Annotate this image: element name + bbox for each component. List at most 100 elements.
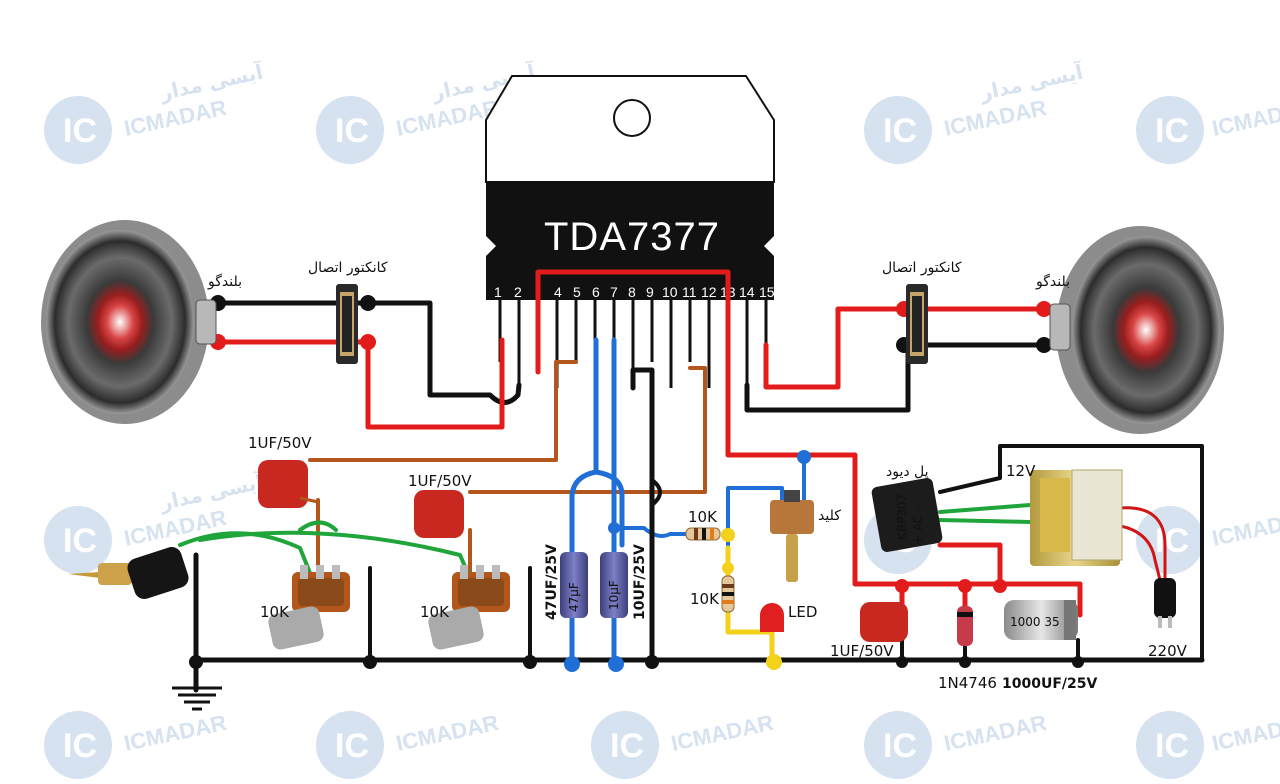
speaker-right-label: بلندگو bbox=[1035, 273, 1070, 290]
pot-right: 10K bbox=[420, 565, 510, 650]
tda7377-chip: TDA7377 1 2 4 5 6 7 8 9 10 11 12 13 14 1 bbox=[485, 75, 775, 388]
svg-text:IC: IC bbox=[883, 727, 917, 765]
cap-input-left: 1UF/50V bbox=[248, 434, 319, 508]
bulk-cap-label: 1000UF/25V bbox=[1002, 676, 1097, 692]
svg-text:ICMADAR: ICMADAR bbox=[394, 710, 501, 756]
bridge-label: پل دیود bbox=[886, 464, 929, 480]
watermark-logo-icon bbox=[44, 506, 112, 574]
resistor-mid: 10K bbox=[690, 575, 735, 613]
pin-label: 9 bbox=[646, 284, 654, 300]
watermark-logo-icon bbox=[316, 711, 384, 779]
pin-label: 8 bbox=[628, 284, 636, 300]
cap-psu-label: 1UF/50V bbox=[830, 642, 894, 660]
svg-text:IC: IC bbox=[63, 522, 97, 560]
pin-label: 10 bbox=[662, 284, 678, 300]
transformer-out-label: 12V bbox=[1006, 462, 1036, 480]
resistor-mid-label: 10K bbox=[690, 590, 720, 608]
svg-text:ICMADAR: ICMADAR bbox=[122, 710, 229, 756]
chip-mount-hole bbox=[613, 99, 651, 137]
connector-right-label: کانکتور اتصال bbox=[882, 260, 962, 276]
watermark-logo-icon bbox=[44, 711, 112, 779]
mains-plug: 220V bbox=[1148, 578, 1188, 660]
watermark-4: IC ICMADAR آیسی مدار bbox=[864, 59, 1086, 164]
led: LED bbox=[760, 603, 817, 632]
watermark-11: IC ICMADAR bbox=[591, 710, 776, 779]
chip-name: TDA7377 bbox=[544, 215, 720, 259]
wire-led-yellow bbox=[725, 545, 775, 663]
svg-text:IC: IC bbox=[63, 727, 97, 765]
svg-text:+ AC -: + AC - bbox=[911, 507, 925, 545]
pin-label: 7 bbox=[610, 284, 618, 300]
bulk-capacitor: 1000 35 1000UF/25V bbox=[1002, 600, 1097, 692]
pot-left: 10K bbox=[260, 565, 350, 650]
transformer: 12V bbox=[1006, 462, 1123, 566]
svg-text:ICMADAR: ICMADAR bbox=[669, 710, 776, 756]
zener-diode: 1N4746 bbox=[938, 606, 997, 692]
svg-text:1000 35: 1000 35 bbox=[1010, 615, 1060, 629]
pot-left-label: 10K bbox=[260, 603, 290, 621]
wire-transformer-black bbox=[938, 444, 1204, 662]
watermark-1: IC ICMADAR آیسی مدار bbox=[44, 59, 266, 164]
wire-transformer-green bbox=[938, 503, 1032, 524]
watermark-logo-icon bbox=[591, 711, 659, 779]
ground-symbol bbox=[172, 686, 222, 711]
svg-text:IC: IC bbox=[610, 727, 644, 765]
connector-left-label: کانکتور اتصال bbox=[308, 260, 388, 276]
wire-right-speaker-black bbox=[744, 342, 1047, 413]
cap-47-label: 47UF/25V bbox=[544, 544, 560, 620]
cap-input-right-label: 1UF/50V bbox=[408, 472, 472, 490]
watermark-logo-icon bbox=[864, 711, 932, 779]
watermark-8: IC ICMADAR bbox=[1136, 505, 1280, 574]
svg-text:IC: IC bbox=[1155, 727, 1189, 765]
speaker-left-label: بلندگو bbox=[207, 273, 242, 290]
watermark-logo-icon bbox=[1136, 711, 1204, 779]
watermark-13: IC ICMADAR bbox=[1136, 710, 1280, 779]
resistor-top-label: 10K bbox=[688, 508, 718, 526]
switch-label: کلید bbox=[818, 508, 841, 524]
wire-left-speaker-black bbox=[215, 300, 522, 405]
audio-jack bbox=[68, 546, 189, 600]
watermark-12: IC ICMADAR bbox=[864, 710, 1049, 779]
elec-cap-47uf: 47µF 47UF/25V bbox=[544, 544, 588, 620]
pin-label: 15 bbox=[759, 284, 775, 300]
svg-text:IC: IC bbox=[335, 727, 369, 765]
watermark-10: IC ICMADAR bbox=[316, 710, 501, 779]
watermark-logo-icon bbox=[864, 96, 932, 164]
svg-text:IC: IC bbox=[883, 112, 917, 150]
resistor-top: 10K bbox=[685, 508, 721, 541]
power-switch: کلید bbox=[770, 490, 841, 582]
wire-input-brown-2 bbox=[468, 366, 707, 494]
pin-label: 4 bbox=[554, 284, 562, 300]
svg-text:KBP307: KBP307 bbox=[895, 494, 909, 540]
watermark-logo-icon bbox=[1136, 96, 1204, 164]
svg-text:IC: IC bbox=[1155, 112, 1189, 150]
wire-input-brown-1 bbox=[308, 360, 578, 462]
right-speaker: بلندگو bbox=[1035, 226, 1224, 434]
watermark-5: IC ICMADAR bbox=[1136, 95, 1280, 164]
pin-label: 1 bbox=[494, 284, 502, 300]
cap-10-label: 10UF/25V bbox=[632, 544, 648, 620]
connector-right: کانکتور اتصال bbox=[882, 260, 962, 364]
elec-cap-10uf: 10µF 10UF/25V bbox=[600, 544, 648, 620]
pin-label: 5 bbox=[573, 284, 581, 300]
svg-text:47µF: 47µF bbox=[567, 582, 581, 612]
svg-text:ICMADAR: ICMADAR bbox=[1210, 95, 1280, 141]
svg-text:IC: IC bbox=[335, 112, 369, 150]
pin-label: 14 bbox=[739, 284, 755, 300]
pin-label: 2 bbox=[514, 284, 522, 300]
led-label: LED bbox=[788, 603, 817, 621]
watermark-logo-icon bbox=[44, 96, 112, 164]
wire-blue-switch bbox=[726, 486, 784, 547]
zener-label: 1N4746 bbox=[938, 674, 997, 692]
cap-input-right: 1UF/50V bbox=[408, 472, 472, 538]
svg-text:ICMADAR: ICMADAR bbox=[1210, 710, 1280, 756]
pin-label: 12 bbox=[701, 284, 717, 300]
wire-mains-red bbox=[1118, 506, 1167, 582]
wire-ground-chip bbox=[630, 367, 655, 668]
pot-right-label: 10K bbox=[420, 603, 450, 621]
wire-left-speaker-red bbox=[215, 337, 505, 430]
mains-label: 220V bbox=[1148, 642, 1188, 660]
pin-label: 11 bbox=[682, 284, 697, 300]
connector-left: کانکتور اتصال bbox=[308, 260, 388, 364]
